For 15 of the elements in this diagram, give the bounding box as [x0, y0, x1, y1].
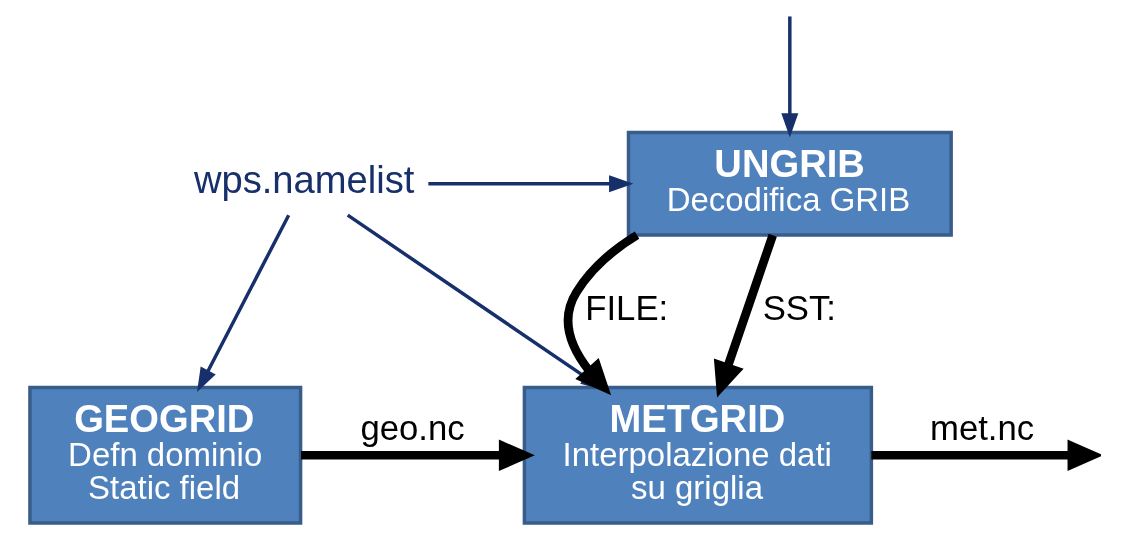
node-box: UNGRIB Decodifica GRIB	[626, 130, 953, 237]
edge-label: SST:	[762, 288, 836, 327]
node-box: METGRID Interpolazione dati su griglia	[522, 385, 874, 525]
arrow	[781, 16, 799, 138]
arrow	[563, 231, 640, 396]
arrow	[428, 175, 634, 193]
arrow	[301, 439, 535, 471]
node-text: wps.namelist	[193, 158, 415, 202]
arrow	[871, 439, 1101, 471]
arrow	[713, 233, 777, 398]
edge-label: met.nc	[930, 408, 1035, 447]
edge-label: geo.nc	[360, 408, 465, 447]
node-box: GEOGRID Defn dominio Static field	[28, 385, 303, 525]
arrow	[197, 214, 291, 393]
edge-label: FILE:	[585, 288, 669, 327]
